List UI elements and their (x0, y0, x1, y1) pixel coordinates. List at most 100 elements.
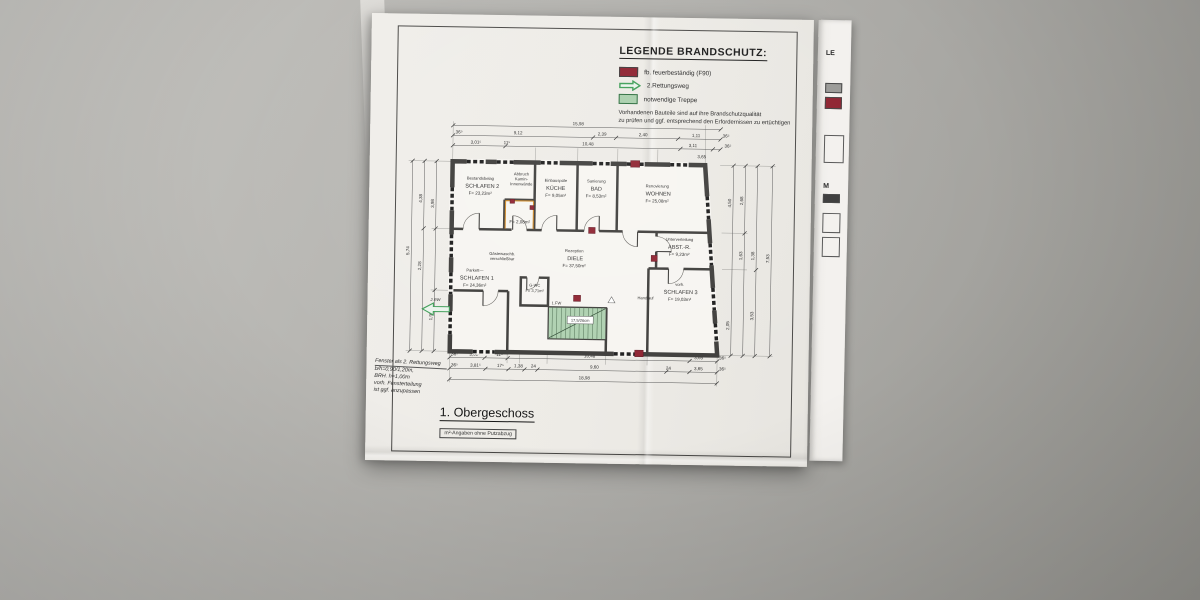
dim: 36⁵ (723, 134, 730, 139)
stair-step-label: 17,5/26cm (571, 318, 590, 323)
escape-route-arrow-icon (619, 79, 641, 92)
dim: 10,48 (582, 141, 594, 146)
room-area: F= 9,05m² (545, 193, 566, 198)
fire-wall-markers (509, 160, 658, 358)
dim: 1,38 (750, 251, 755, 260)
dim: 1,98 (428, 311, 433, 320)
dim-top-total: 15,98 (573, 121, 585, 126)
dim: 1,63 (738, 251, 743, 260)
room-annotation: Unterverteilung (666, 237, 695, 242)
direction-triangle-icon (607, 296, 616, 304)
legend-brandschutz: LEGENDE BRANDSCHUTZ: fb. feuerbeständig … (618, 41, 797, 129)
dim: 11⁵ (496, 352, 503, 357)
dim-bottom-total: 18,98 (579, 375, 591, 380)
room-area: F= 8,53m² (586, 193, 607, 198)
dim: 3,11 (689, 143, 698, 148)
sheet-subnote: m²-Angaben ohne Putzabzug (439, 428, 517, 440)
room-annotation: Bestandsbelag (467, 176, 495, 181)
room-name: DIELE (567, 256, 583, 262)
dim: 3,01⁵ (471, 140, 482, 145)
room-area: F= 25,08m² (645, 198, 669, 203)
dim: 36⁵ (719, 366, 726, 371)
room-annotation: Parkett— (466, 268, 484, 273)
floor-plan-sheet: LEGENDE BRANDSCHUTZ: fb. feuerbeständig … (364, 13, 814, 467)
legend-item-stair: notwendige Treppe (618, 93, 797, 107)
legend-item-escape: 2.Rettungsweg (619, 79, 797, 94)
legend-item-label: 2.Rettungsweg (646, 82, 689, 90)
room-area: F= 24,36m² (463, 282, 487, 287)
legend-title: LEGENDE BRANDSCHUTZ: (619, 44, 768, 62)
dim: 2,05 (725, 321, 730, 330)
handrail-label: Handlauf (638, 295, 655, 300)
dim: 2,68 (739, 196, 744, 205)
stair-name: 1.FW (552, 300, 562, 305)
room-annotation: Sanierung (587, 178, 606, 183)
room-annotation: Einbauspüle (545, 178, 568, 183)
sheet-title: 1. Obergeschoss (439, 405, 535, 423)
legend-item-label: fb. feuerbeständig (F90) (644, 68, 712, 77)
dim: 24 (531, 364, 537, 369)
room-name: WOHNEN (646, 191, 671, 197)
side-annotation: Gästewaschb. (489, 251, 515, 256)
room-annotation: Abbruch (514, 171, 530, 176)
second-sheet-red-swatch (824, 96, 843, 110)
dim: 4,50 (727, 198, 732, 207)
fire-resistant-swatch-icon (619, 66, 639, 78)
dim: 9,12 (514, 130, 523, 135)
room-annotation: vorh. (675, 282, 684, 287)
second-sheet-black-swatch (822, 193, 840, 204)
dim: 1,11 (692, 133, 701, 138)
side-annotation: verschließbar (490, 256, 515, 261)
room-annotation: Renovierung (646, 183, 670, 188)
dim: 36⁵ (724, 144, 731, 149)
room-area: F= 37,50m² (562, 263, 586, 268)
second-sheet: LE M (809, 19, 852, 462)
legend-item-fire: fb. feuerbeständig (F90) (619, 66, 797, 80)
room-annotation: Innenwände (510, 181, 533, 186)
room-name: KÜCHE (546, 185, 566, 192)
stair-swatch-icon (618, 93, 638, 105)
dim: 3,65 (694, 366, 703, 371)
dim: 5,74 (405, 246, 410, 255)
room-area: F= 3,71m² (525, 288, 544, 293)
escape-arrow-label: 2.RW (429, 297, 441, 302)
room-annotation: Kamin- (515, 176, 529, 181)
second-sheet-outline-box (822, 212, 841, 234)
room-area: F= 19,03m² (668, 297, 692, 302)
second-sheet-legend-text: LE (825, 49, 835, 58)
dimension-ticks (407, 123, 775, 386)
dim: 3,65 (694, 355, 703, 360)
title-block: 1. Obergeschoss m²-Angaben ohne Putzabzu… (439, 403, 535, 440)
room-name: SCHLAFEN 1 (460, 275, 494, 282)
dim: 3,98 (430, 199, 435, 208)
staircase: 17,5/26cm 1.FW Handlauf (547, 295, 655, 341)
room-name: BAD (591, 186, 602, 192)
dim: 7,53 (765, 254, 770, 263)
dim: 10,48 (584, 353, 596, 358)
second-sheet-gray-swatch (825, 82, 843, 94)
dimension-lines (409, 125, 773, 384)
dim: 3,81⁵ (470, 363, 481, 368)
second-sheet-m-text: M (823, 182, 830, 190)
room-labels: Bestandsbelag SCHLAFEN 2 F= 23,23m² Abbr… (460, 171, 698, 302)
room-area: F= 2,08m² (509, 219, 530, 224)
dim: 2,40 (639, 132, 648, 137)
dim: 36⁵ (451, 351, 458, 356)
dim: 36⁵ (719, 355, 726, 360)
dim: 3,53 (749, 311, 754, 320)
second-sheet-outline-box (821, 236, 841, 258)
second-sheet-outline-box (823, 134, 845, 164)
dim: 3,65 (697, 154, 706, 159)
room-name: G-WC (529, 283, 540, 288)
room-annotation: Rezeption (565, 248, 584, 253)
dim: 2,28 (417, 261, 422, 270)
escape-arrow: 2.RW (421, 297, 450, 316)
dim: 2,39 (598, 132, 607, 137)
dim: 36⁵ (456, 129, 463, 134)
dim: 36⁵ (451, 362, 458, 367)
dim: 1,38 (514, 363, 523, 368)
legend-item-label: notwendige Treppe (643, 95, 698, 104)
dim: 17⁵ (497, 363, 504, 368)
dim: 24 (666, 366, 672, 371)
